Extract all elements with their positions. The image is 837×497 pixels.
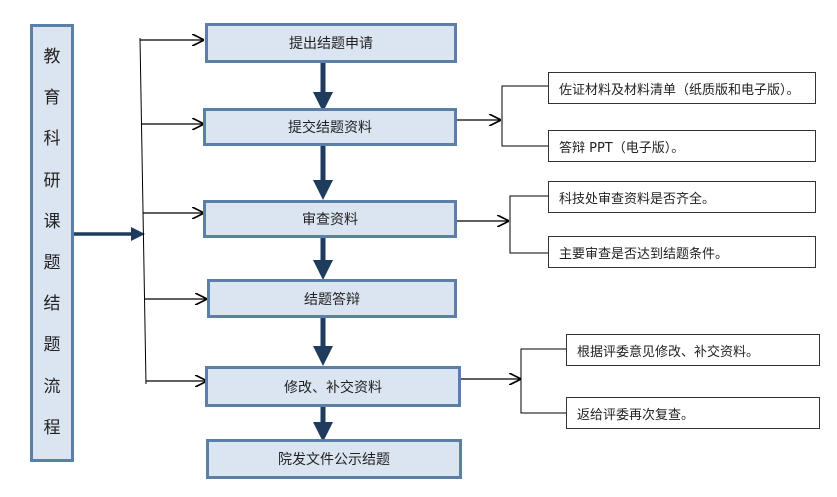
step-apply: 提出结题申请	[205, 23, 457, 63]
title-char: 题	[43, 335, 61, 356]
note-revise-recheck: 返给评委再次复查。	[566, 397, 820, 429]
bracket-line	[139, 37, 147, 385]
review-bracket	[509, 195, 548, 254]
title-char: 科	[43, 129, 61, 150]
step-revise: 修改、补交资料	[205, 366, 461, 407]
note-review-condition: 主要审查是否达到结题条件。	[548, 236, 816, 268]
title-char: 育	[43, 88, 61, 109]
step-publish: 院发文件公示结题	[206, 439, 462, 479]
title-char: 流	[43, 376, 61, 397]
note-submit-ppt: 答辩 PPT（电子版）。	[548, 130, 816, 162]
revise-bracket	[520, 348, 566, 414]
note-submit-materials: 佐证材料及材料清单（纸质版和电子版）。	[548, 72, 816, 104]
title-char: 课	[43, 211, 61, 232]
note-review-complete: 科技处审查资料是否齐全。	[548, 181, 816, 213]
title-char: 程	[43, 417, 61, 438]
title-char: 题	[43, 253, 61, 274]
step-defense: 结题答辩	[207, 279, 457, 318]
title-char: 教	[43, 47, 61, 68]
title-char: 研	[43, 170, 61, 191]
step-review: 审查资料	[203, 200, 457, 238]
step-submit: 提交结题资料	[203, 108, 457, 146]
vertical-title: 教 育 科 研 课 题 结 题 流 程	[30, 24, 74, 462]
title-char: 结	[43, 294, 61, 315]
submit-bracket	[501, 85, 548, 147]
note-revise-modify: 根据评委意见修改、补交资料。	[566, 334, 820, 366]
